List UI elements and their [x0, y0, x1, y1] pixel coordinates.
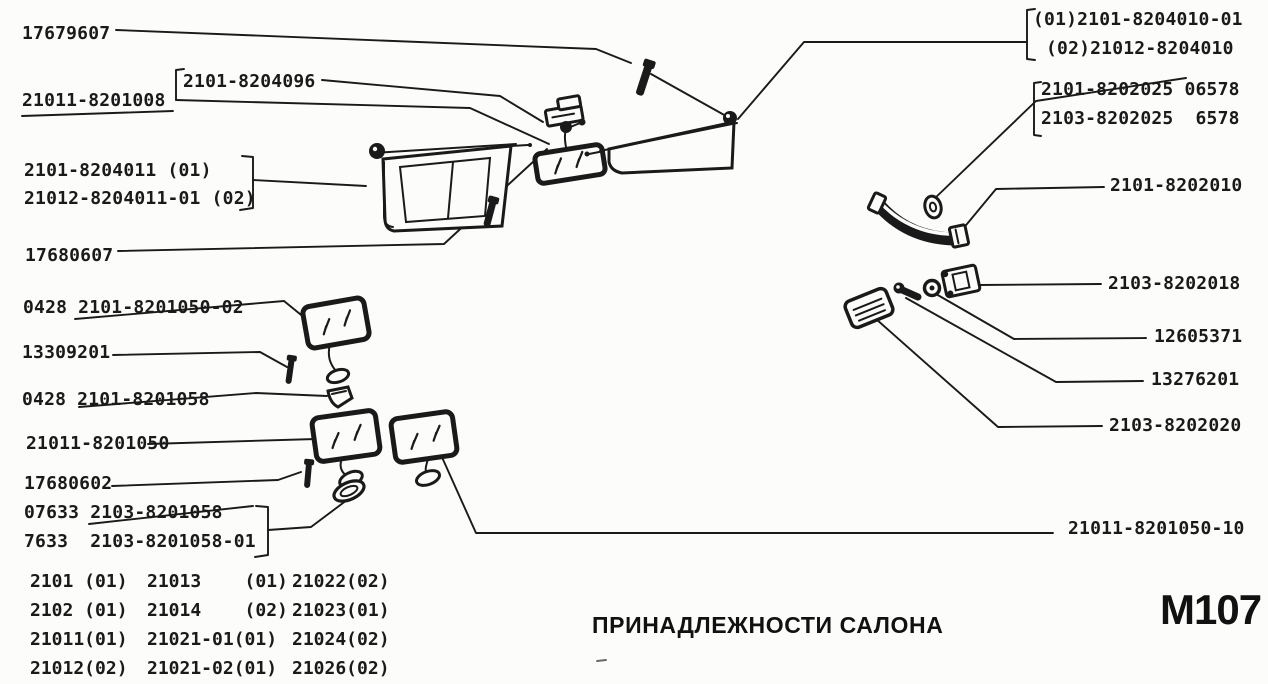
part-label-8201050-10: 21011-8201050-10 [1068, 518, 1245, 539]
part-label-17680607: 17680607 [25, 245, 114, 266]
mirror-1-drawing [300, 295, 372, 385]
part-label-13309201: 13309201 [22, 342, 111, 363]
part-label-07633-8201058: 07633 2103-8201058 [24, 502, 223, 523]
part-label-2103-8202018: 2103-8202018 [1108, 273, 1241, 294]
clip-bracket-2103-8202018-drawing [940, 263, 982, 299]
screw-13276201-drawing [893, 282, 922, 301]
table-cell: 21026(02) [292, 658, 390, 679]
part-label-21011-8201008: 21011-8201008 [22, 90, 166, 111]
screw-17679607-drawing [636, 58, 656, 96]
leader-lines [21, 29, 1187, 662]
sunvisor-left-drawing [369, 143, 532, 233]
table-cell: 21013 (01) [147, 571, 288, 592]
part-label-7633-8201058-01: 7633 2103-8201058-01 [24, 531, 256, 552]
part-label-8204010-01: (01)2101-8204010-01 [1033, 9, 1243, 30]
table-cell: 21021-01(01) [147, 629, 278, 650]
rearview-mirror-center-drawing [532, 118, 608, 186]
handle-spacer-drawing [923, 194, 943, 220]
table-cell: 21023(01) [292, 600, 390, 621]
page-title: ПРИНАДЛЕЖНОСТИ САЛОНА [592, 612, 944, 638]
part-label-0428-8201058: 0428 2101-8201058 [22, 389, 210, 410]
part-label-2101-8204096: 2101-8204096 [183, 71, 316, 92]
washer-12605371-drawing [922, 278, 942, 298]
part-label-17679607: 17679607 [22, 23, 111, 44]
part-label-8202025-old: 2101-8202025 06578 [1041, 79, 1240, 100]
part-label-17680602: 17680602 [24, 473, 113, 494]
table-cell: 21012(02) [30, 658, 128, 679]
plate-code: M107 [1160, 586, 1262, 633]
table-cell: 2101 (01) [30, 571, 128, 592]
part-label-2103-8202020: 2103-8202020 [1109, 415, 1242, 436]
part-label-2101-8202010: 2101-8202010 [1110, 175, 1243, 196]
part-label-13276201: 13276201 [1151, 369, 1240, 390]
mirror-bracket-clamp-drawing [543, 94, 585, 128]
table-cell: 21011(01) [30, 629, 128, 650]
oval-gasket-drawing [332, 479, 366, 503]
table-cell: 21022(02) [292, 571, 390, 592]
part-label-0428-8201050-02: 0428 2101-8201050-02 [23, 297, 244, 318]
table-row: 21012(02) 21021-02(01) 21026(02) [30, 660, 390, 678]
part-label-12605371: 12605371 [1154, 326, 1243, 347]
table-row: 2101 (01) 21013 (01) 21022(02) [30, 573, 390, 591]
table-row: 21011(01) 21021-01(01) 21024(02) [30, 631, 390, 649]
screw-13309201-drawing [285, 354, 297, 384]
sunvisor-right-drawing [584, 111, 738, 175]
grab-handle-drawing [866, 191, 971, 249]
table-row: 2102 (01) 21014 (02) 21023(01) [30, 602, 390, 620]
wedge-clip-drawing [326, 385, 354, 409]
coat-hook-drawing [843, 286, 895, 330]
part-label-8204011-02: 21012-8204011-01 (02) [24, 188, 256, 209]
screw-17680602-drawing [304, 458, 315, 488]
part-label-21011-8201050: 21011-8201050 [26, 433, 170, 454]
table-cell: 2102 (01) [30, 600, 128, 621]
table-cell: 21024(02) [292, 629, 390, 650]
table-cell: 21021-02(01) [147, 658, 278, 679]
table-cell: 21014 (02) [147, 600, 288, 621]
part-label-8204010-02: (02)21012-8204010 [1046, 38, 1234, 59]
screw-17680607-drawing [483, 195, 500, 227]
part-label-8204011-01: 2101-8204011 (01) [24, 160, 212, 181]
mirror-2-drawing [309, 408, 383, 489]
mirror-3-drawing [388, 409, 460, 487]
part-label-8202025-new: 2103-8202025 6578 [1041, 108, 1240, 129]
